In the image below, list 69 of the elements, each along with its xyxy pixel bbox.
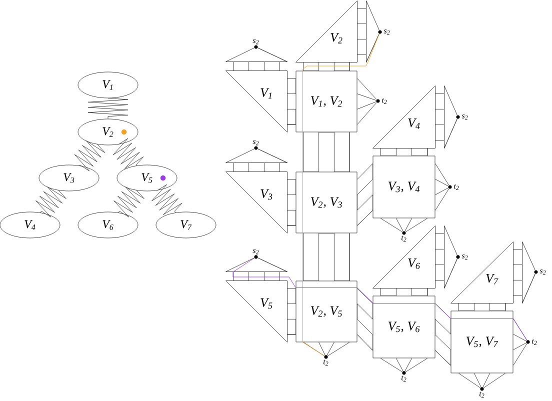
ellipse-node: V$_{1}$ [78,72,138,98]
zigzag-connector [152,184,182,216]
wire-bundle [380,148,428,156]
zigzag-connector [112,138,144,169]
ellipse-node: V$_{3}$ [38,164,100,192]
ellipse-node: V$_{2}$ [78,118,138,146]
wire-bundle [357,288,373,351]
terminal-label: t$_{2}$ [401,376,406,382]
triangle-node: V$_{3}$ [226,172,288,234]
terminal-label: t$_{2}$ [382,98,387,104]
terminal-fan [226,258,288,281]
square-node: V$_{2}$, V$_{3}$ [296,172,358,234]
highlighted-path [302,34,380,71]
terminal-label: s$_{2}$ [252,249,259,254]
highlighted-path [302,132,303,172]
zigzag-connector [114,186,144,218]
terminal-label: s$_{2}$ [462,254,468,260]
highlighted-path [513,318,528,340]
ellipse-node: V$_{6}$ [78,212,138,238]
terminal-label: s$_{2}$ [462,114,468,120]
zigzag-connector [88,98,128,119]
terminal-fan [435,226,458,288]
terminal-label: t$_{2}$ [323,360,328,366]
ellipse-node: V$_{7}$ [156,212,216,238]
terminal-label: t$_{2}$ [454,184,459,190]
wire-bundle [303,132,350,172]
square-node: V$_{3}$, V$_{4}$ [372,156,436,218]
terminal-label: s$_{2}$ [252,140,259,146]
ellipse-node: V$_{5}$ [116,164,178,192]
square-node: V$_{1}$, V$_{2}$ [296,70,358,132]
triangle-node: V$_{1}$ [226,70,288,132]
terminal-fan [226,48,288,71]
square-node: V$_{5}$, V$_{6}$ [372,296,436,358]
highlighted-path [302,342,325,356]
terminal-label: s$_{2}$ [252,39,259,44]
terminal-fan [226,148,288,172]
wire-bundle [458,302,506,311]
terminal-fan [380,218,428,232]
terminal-fan [435,163,450,211]
terminal-fan [357,78,377,125]
square-node: V$_{2}$, V$_{5}$ [296,280,358,342]
square-node: V$_{5}$, V$_{7}$ [450,310,514,374]
zigzag-connector [36,186,66,218]
wire-bundle [303,62,350,71]
triangle-node: V$_{2}$ [296,0,358,62]
wire-bundle [435,303,451,366]
wire-bundle [287,179,296,226]
wire-bundle [303,233,350,281]
terminal-label: t$_{2}$ [479,392,484,398]
terminal-fan [458,372,506,388]
highlighted-path [302,233,303,281]
highlighted-path [232,258,296,288]
terminal-label: t$_{2}$ [401,236,406,242]
zigzag-connector [74,140,106,172]
terminal-fan [513,242,536,304]
terminal-label: s$_{2}$ [540,270,546,274]
terminal-fan [380,358,428,372]
wire-bundle [287,78,296,125]
highlighted-path [357,287,373,303]
wire-bundle [357,163,373,226]
terminal-fan [357,0,380,62]
terminal-label: t$_{2}$ [532,339,537,345]
terminal-fan [303,342,350,356]
terminal-fan [435,86,458,148]
triangle-node: V$_{5}$ [226,280,288,342]
highlighted-path [435,304,451,319]
wire-bundle [380,288,428,296]
terminal-label: s$_{2}$ [384,30,390,34]
wire-bundle [287,288,296,335]
